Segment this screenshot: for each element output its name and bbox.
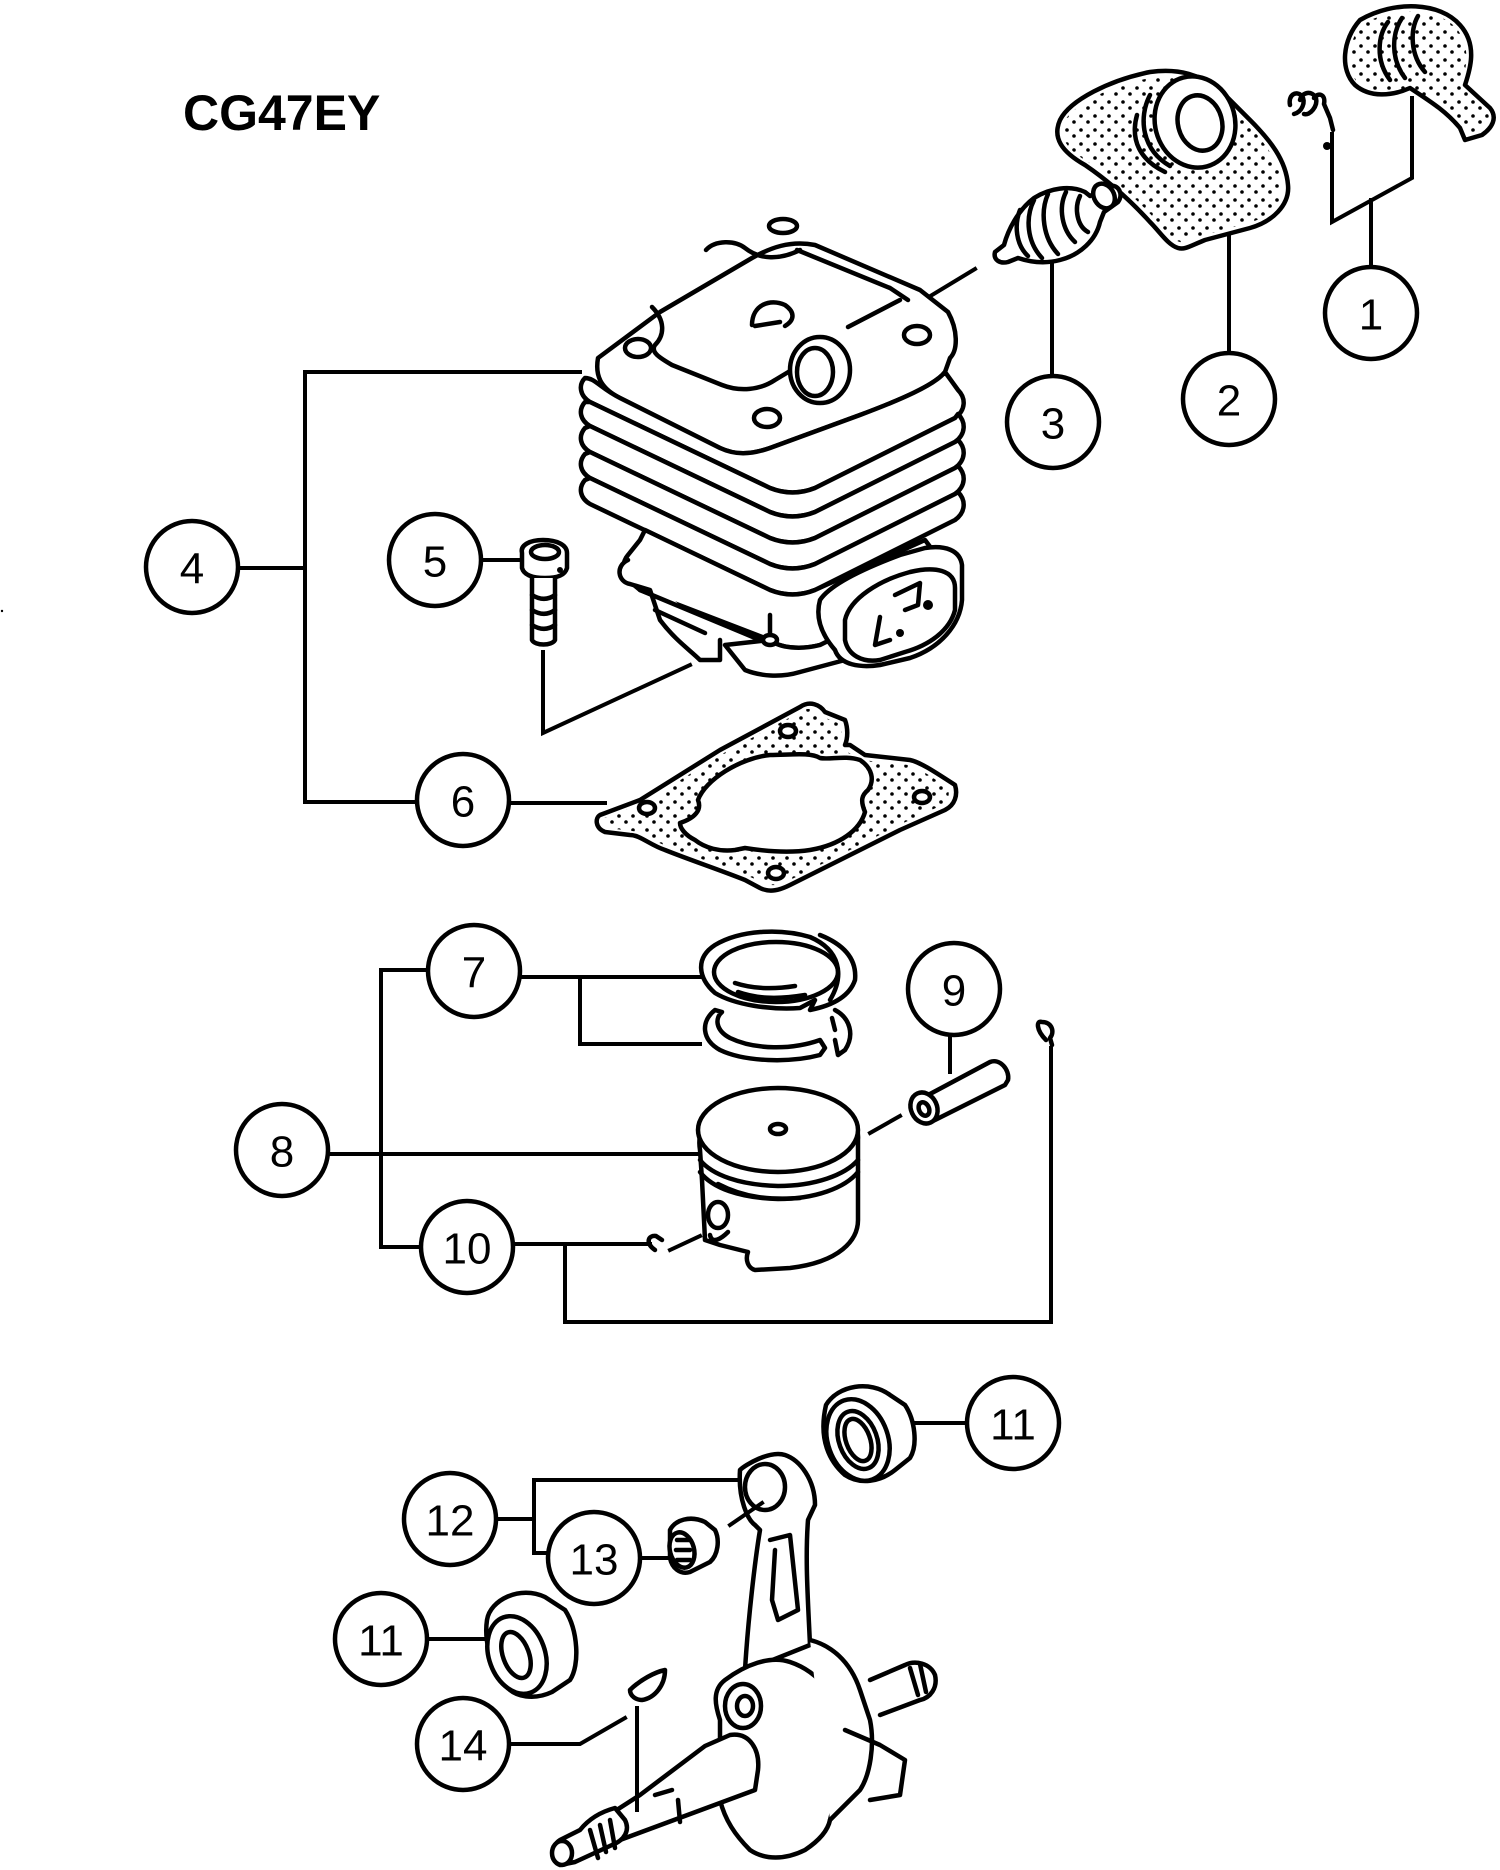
callout-label: 1: [1359, 291, 1383, 340]
callout-label: 8: [270, 1128, 294, 1177]
callout-1: 1: [1322, 264, 1420, 362]
callout-label: 9: [942, 967, 966, 1016]
piston-rings-part: [698, 929, 858, 1063]
callout-label: 10: [443, 1225, 492, 1274]
spark-plug-cap-part: [1287, 4, 1496, 150]
callout-14: 14: [414, 1695, 512, 1793]
assembly-line-pin: [867, 1113, 903, 1136]
assembly-line-circlip: [667, 1233, 703, 1253]
callout-13: 13: [545, 1509, 643, 1607]
callout-label: 6: [451, 778, 475, 827]
oil-seal-left-part: [484, 1590, 579, 1699]
callout-label: 11: [990, 1401, 1036, 1450]
circlip-part: [646, 1019, 1055, 1253]
callout-label: 3: [1041, 400, 1065, 449]
crankshaft-part: [549, 1451, 938, 1868]
piston-part: [695, 1085, 861, 1273]
callout-7: 7: [425, 922, 523, 1020]
cylinder-gasket-part: [594, 701, 959, 893]
callout-11-right: 11: [964, 1374, 1062, 1472]
callout-label: 14: [439, 1722, 488, 1771]
oil-seal-right-part: [821, 1384, 917, 1484]
diagram-title: CG47EY: [183, 85, 381, 141]
cylinder-part: [578, 216, 966, 678]
leader-line-8: [327, 968, 702, 1249]
piston-pin-part: [908, 1058, 1011, 1126]
callout-5: 5: [386, 511, 484, 609]
woodruff-key-part: [627, 1667, 668, 1703]
callout-10: 10: [418, 1198, 516, 1296]
callout-2: 2: [1180, 350, 1278, 448]
callout-12: 12: [401, 1470, 499, 1568]
leader-line-4: [237, 370, 582, 804]
callout-4: 4: [143, 518, 241, 616]
leader-line-7: [519, 975, 702, 1046]
assembly-line-bearing: [727, 1500, 765, 1528]
leader-line-1: [1330, 96, 1414, 267]
callout-label: 4: [180, 545, 204, 594]
callout-11-left: 11: [332, 1590, 430, 1688]
callout-label: 5: [423, 538, 447, 587]
callout-3: 3: [1004, 373, 1102, 471]
needle-bearing-part: [667, 1516, 720, 1575]
callout-8: 8: [233, 1101, 331, 1199]
callout-label: 7: [462, 949, 486, 998]
spark-plug-part: [992, 181, 1123, 265]
leader-line-5: [480, 558, 693, 737]
callout-label: 13: [570, 1536, 619, 1585]
leader-line-14: [508, 1706, 639, 1812]
callout-6: 6: [414, 751, 512, 849]
callout-label: 2: [1217, 377, 1241, 426]
stray-dot: [0, 609, 4, 613]
callout-label: 12: [426, 1497, 475, 1546]
cylinder-bolt-part: [519, 537, 570, 647]
callout-9: 9: [905, 940, 1003, 1038]
callout-label: 11: [358, 1617, 404, 1666]
leader-line-12: [495, 1478, 742, 1555]
leader-line-10: [512, 1046, 1053, 1324]
